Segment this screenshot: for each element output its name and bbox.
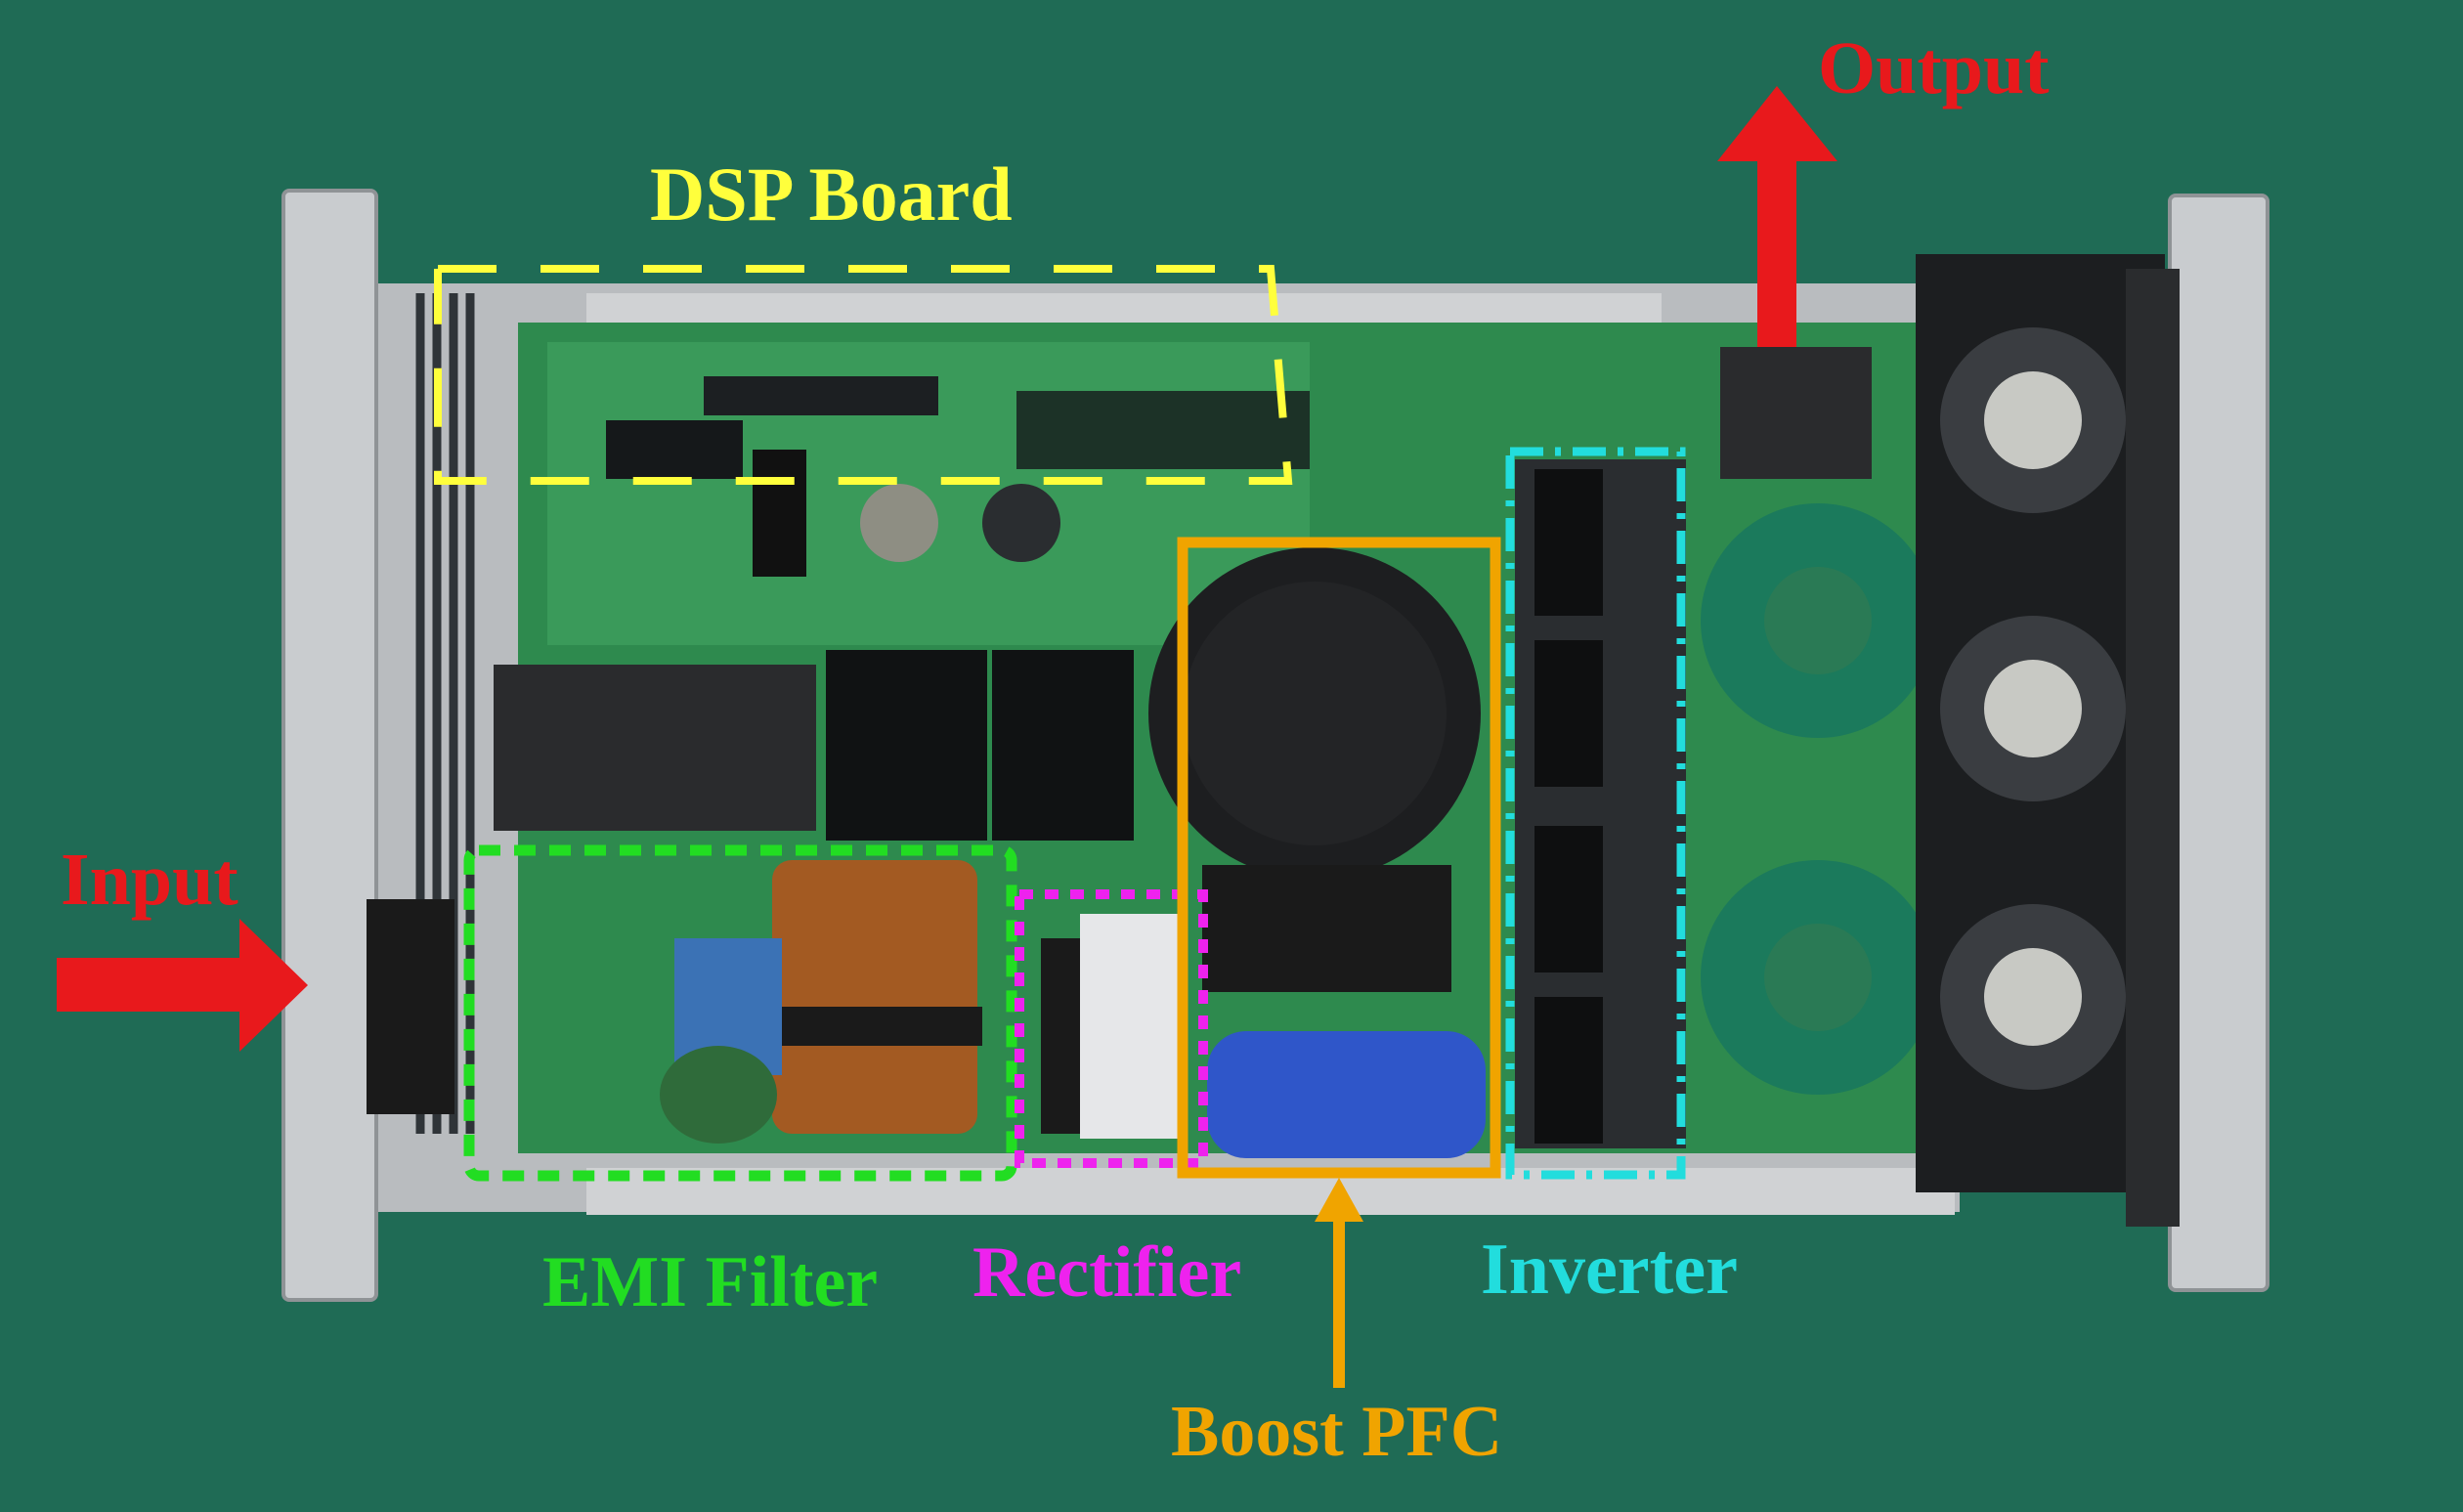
- inverter-outline: [1505, 447, 1686, 1180]
- boost-pfc-pointer-arrow-icon: [1315, 1178, 1363, 1388]
- output-arrow-icon: [1717, 86, 1837, 347]
- rectifier-heatsink: [1041, 914, 1188, 1139]
- boost-pfc-components: [1148, 547, 1486, 1158]
- dsp-board-label: DSP Board: [650, 151, 1013, 237]
- input-arrow-icon: [57, 919, 308, 1052]
- dsp-board-outline: [434, 265, 1293, 485]
- inverter-components: [1515, 347, 1935, 1148]
- input-label: Input: [61, 839, 238, 921]
- boost-pfc-outline: [1177, 537, 1501, 1179]
- relays: [494, 650, 1134, 841]
- inverter-label: Inverter: [1481, 1230, 1738, 1310]
- rectifier-label: Rectifier: [972, 1232, 1242, 1313]
- cooling-fans: [1916, 254, 2180, 1227]
- emi-filter-label: EMI Filter: [542, 1242, 879, 1322]
- emi-components: [367, 860, 982, 1144]
- emi-filter-outline: [463, 844, 1017, 1182]
- boost-pfc-label: Boost PFC: [1171, 1392, 1503, 1472]
- output-label: Output: [1818, 27, 2050, 109]
- rectifier-outline: [1015, 889, 1208, 1168]
